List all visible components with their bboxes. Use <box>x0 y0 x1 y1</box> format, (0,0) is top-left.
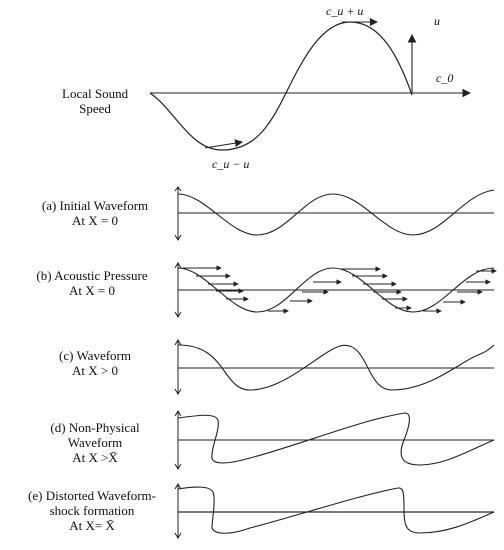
panel-e-label: (e) Distorted Waveform- shock formation … <box>28 488 156 533</box>
c0-label: c_0 <box>436 71 454 85</box>
panel-e-diagram <box>174 483 495 539</box>
panel-a-label: (a) Initial Waveform At X = 0 <box>41 198 149 228</box>
peak-label: c_u + u <box>326 4 364 18</box>
panel-b-label: (b) Acoustic Pressure At X = 0 <box>36 268 148 298</box>
panel-b-diagram <box>174 262 497 318</box>
panel-d-diagram <box>174 410 495 470</box>
panel-c-diagram <box>174 339 495 395</box>
trough-label: c_u − u <box>212 157 250 171</box>
u-label: u <box>434 14 440 28</box>
trough-arrow <box>204 139 243 149</box>
top-waveform-diagram <box>149 18 472 151</box>
panel-d-label: (d) Non-Physical Waveform At X >X̄ <box>50 420 140 465</box>
top-waveform <box>149 21 413 151</box>
panel-c-label: (c) Waveform At X > 0 <box>59 348 131 378</box>
panel-a-diagram <box>174 186 495 241</box>
local-sound-speed-label: Local Sound Speed <box>62 86 129 116</box>
